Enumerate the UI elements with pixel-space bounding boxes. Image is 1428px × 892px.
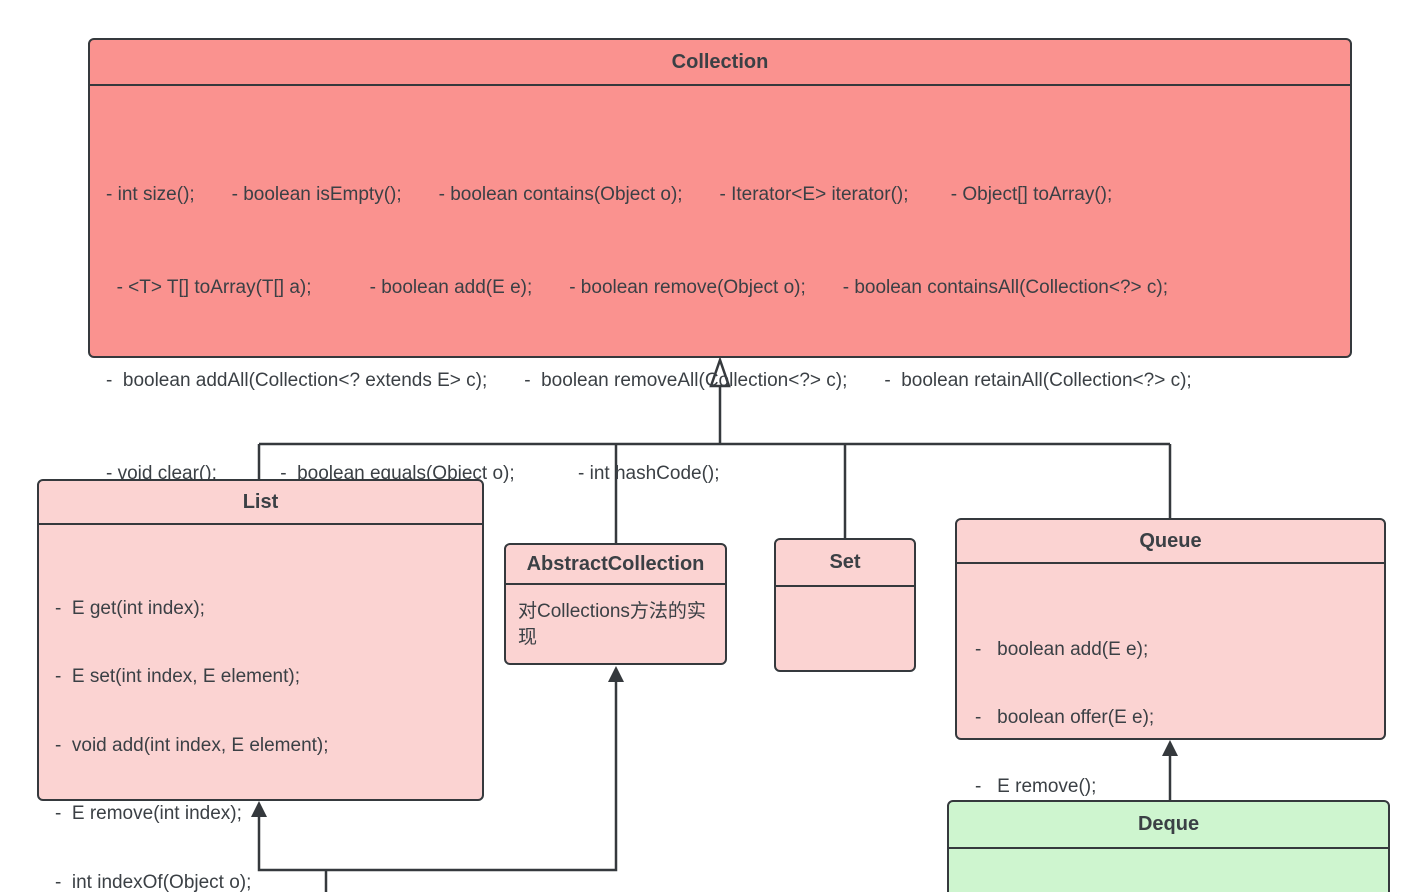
class-abstractcollection[interactable]: AbstractCollection 对Collections方法的实现 xyxy=(504,543,727,665)
class-list[interactable]: List - E get(int index); - E set(int ind… xyxy=(37,479,484,892)
method-row: - boolean offer(E e); xyxy=(975,707,1155,729)
class-queue[interactable]: Queue - boolean add(E e); - boolean offe… xyxy=(955,518,1386,865)
class-collection[interactable]: Collection - int size(); - boolean isEmp… xyxy=(88,38,1352,484)
class-collection-methods: - int size(); - boolean isEmpty(); - boo… xyxy=(90,86,1350,542)
method-row: - boolean add(E e); xyxy=(975,639,1149,660)
class-abstractcollection-title: AbstractCollection xyxy=(506,545,725,585)
method-row: - E remove(); xyxy=(975,775,1097,797)
method-row: - E set(int index, E element); xyxy=(55,666,300,688)
class-set-body xyxy=(776,587,914,670)
class-deque-title: Deque xyxy=(949,802,1388,849)
method-row: - E get(int index); xyxy=(55,598,205,619)
method-row: - void add(int index, E element); xyxy=(55,734,329,756)
method-row: - <T> T[] toArray(T[] a); - boolean add(… xyxy=(106,277,1169,298)
class-list-title: List xyxy=(39,481,482,525)
method-row: - void clear(); - boolean equals(Object … xyxy=(106,463,720,484)
class-deque[interactable]: Deque - void addFirst(E e); - void addLa… xyxy=(947,800,1390,892)
arrow-to-abstractcollection-icon xyxy=(608,666,624,682)
class-collection-title: Collection xyxy=(90,40,1350,86)
method-row: - int size(); - boolean isEmpty(); - boo… xyxy=(106,184,1113,205)
class-set[interactable]: Set xyxy=(774,538,916,672)
class-set-title: Set xyxy=(776,540,914,587)
class-abstractcollection-note: 对Collections方法的实现 xyxy=(518,601,706,648)
method-row: - boolean addAll(Collection<? extends E>… xyxy=(106,370,1192,391)
method-row: - int indexOf(Object o); xyxy=(55,871,252,892)
class-queue-title: Queue xyxy=(957,520,1384,564)
class-list-methods: - E get(int index); - E set(int index, E… xyxy=(39,525,482,892)
method-row: - E remove(int index); xyxy=(55,803,242,825)
class-deque-methods: - void addFirst(E e); - void addLast(E e… xyxy=(949,849,1388,892)
